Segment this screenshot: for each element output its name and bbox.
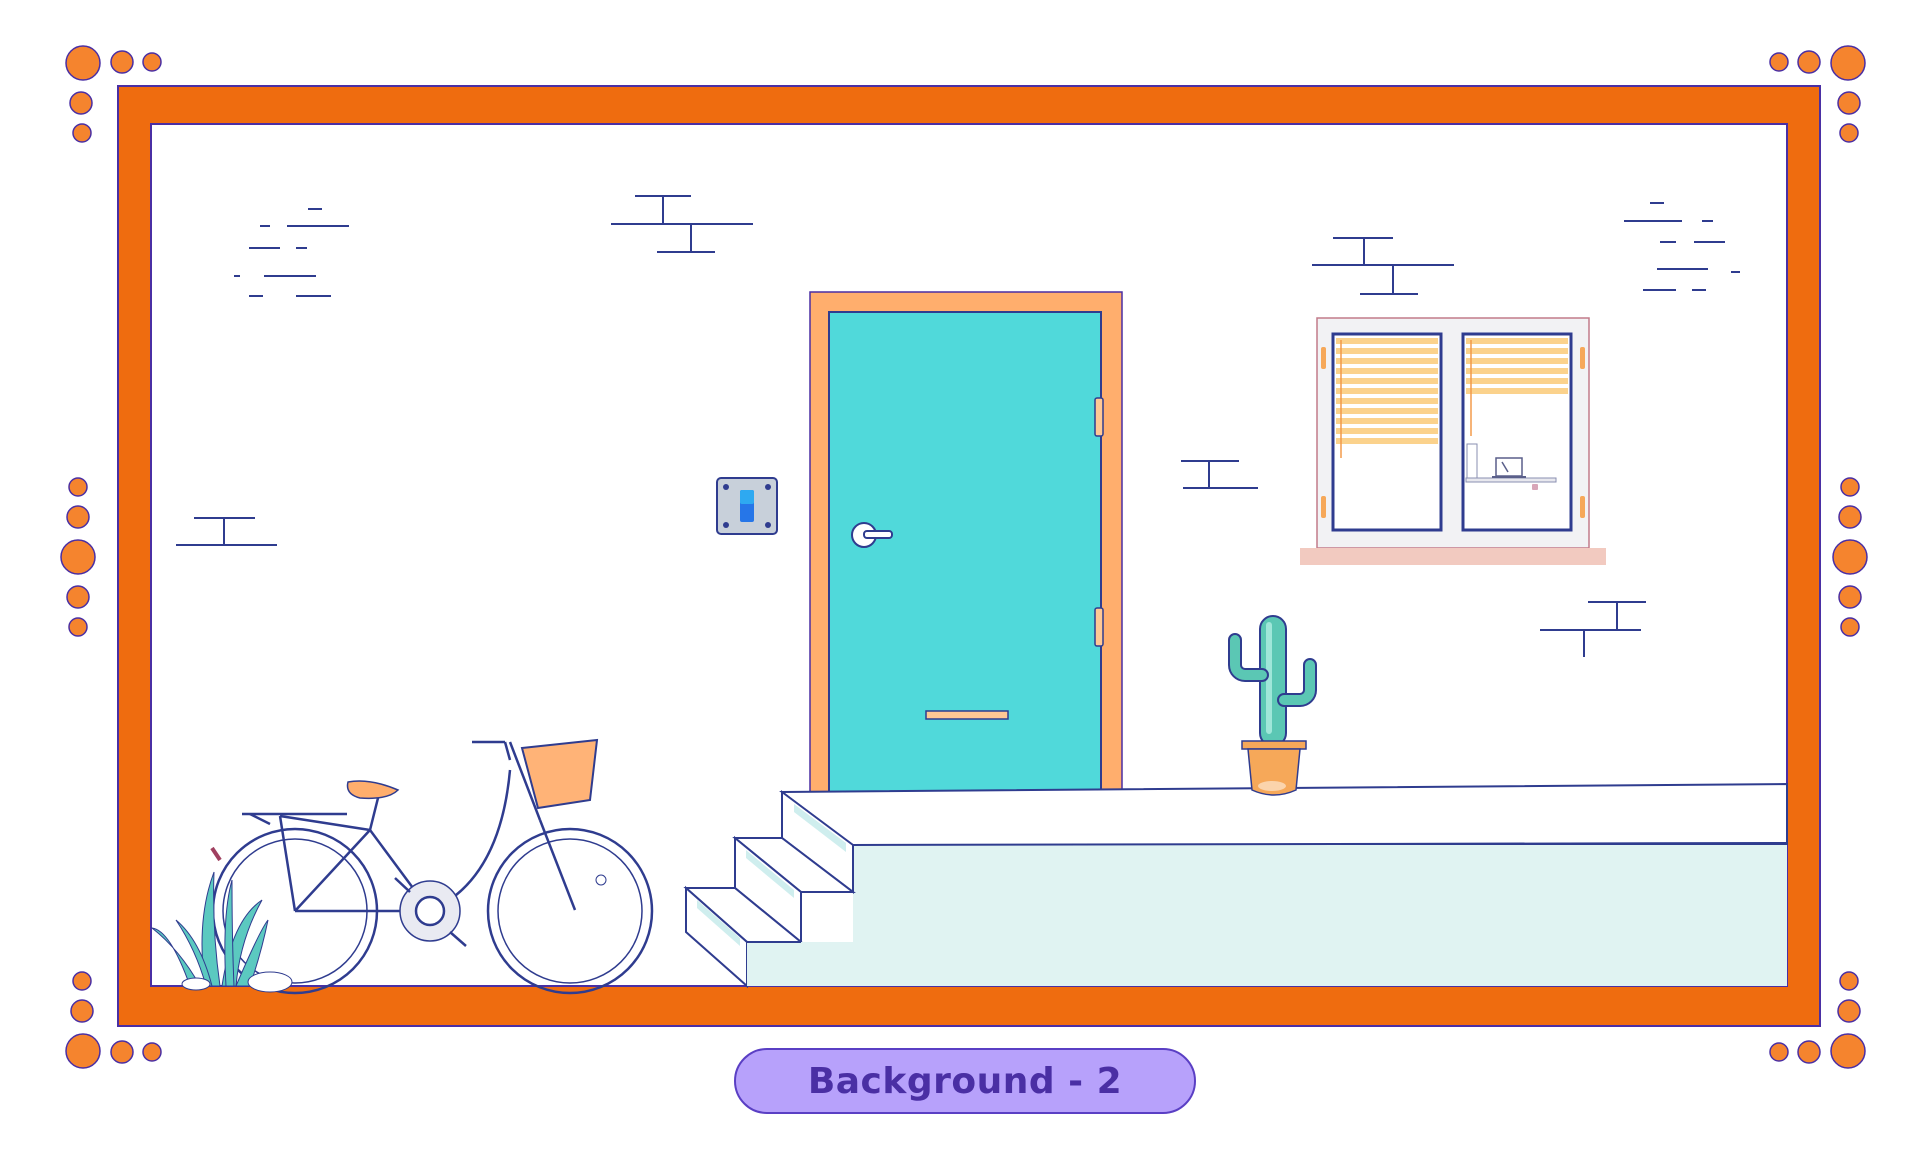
decor-dots <box>60 45 1868 1069</box>
light-switch-icon <box>716 477 778 535</box>
decor-dot-icon <box>1840 617 1860 637</box>
decor-dot-icon <box>1797 50 1821 74</box>
stairs <box>683 790 856 989</box>
bicycle-icon <box>210 740 654 995</box>
decor-dot-icon <box>70 999 94 1023</box>
decor-dot-icon <box>1769 52 1789 72</box>
decor-dot-icon <box>72 123 92 143</box>
decor-dot-icon <box>1769 1042 1789 1062</box>
decor-dot-icon <box>66 585 90 609</box>
plant-icon <box>150 871 293 993</box>
decor-dot-icon <box>110 50 134 74</box>
platform <box>683 782 1788 989</box>
decor-dot-icon <box>72 971 92 991</box>
decor-dot-icon <box>1838 585 1862 609</box>
background-label-pill: Background - 2 <box>734 1048 1196 1114</box>
decor-dot-icon <box>1839 971 1859 991</box>
brick-marks <box>176 195 1740 657</box>
bicycle-seat <box>346 780 400 800</box>
decor-dot-icon <box>1837 91 1861 115</box>
decor-dot-icon <box>66 505 90 529</box>
decor-dot-icon <box>68 617 88 637</box>
window-icon <box>1300 317 1606 565</box>
decor-dot-icon <box>69 91 93 115</box>
decor-dot-icon <box>142 1042 162 1062</box>
decor-dot-icon <box>1839 123 1859 143</box>
decor-dot-icon <box>60 539 96 575</box>
background-label: Background - 2 <box>807 1060 1123 1102</box>
decor-dot-icon <box>1838 505 1862 529</box>
decor-dot-icon <box>65 1033 101 1069</box>
decor-dot-icon <box>1837 999 1861 1023</box>
bicycle-basket <box>520 738 599 810</box>
decor-dot-icon <box>65 45 101 81</box>
cactus-icon <box>1228 615 1317 796</box>
door-icon <box>809 291 1123 797</box>
decor-dot-icon <box>1797 1040 1821 1064</box>
decor-dot-icon <box>1830 1033 1866 1069</box>
decor-dot-icon <box>142 52 162 72</box>
decor-dot-icon <box>68 477 88 497</box>
decor-dot-icon <box>110 1040 134 1064</box>
decor-dot-icon <box>1830 45 1866 81</box>
decor-dot-icon <box>1832 539 1868 575</box>
decor-dot-icon <box>1840 477 1860 497</box>
